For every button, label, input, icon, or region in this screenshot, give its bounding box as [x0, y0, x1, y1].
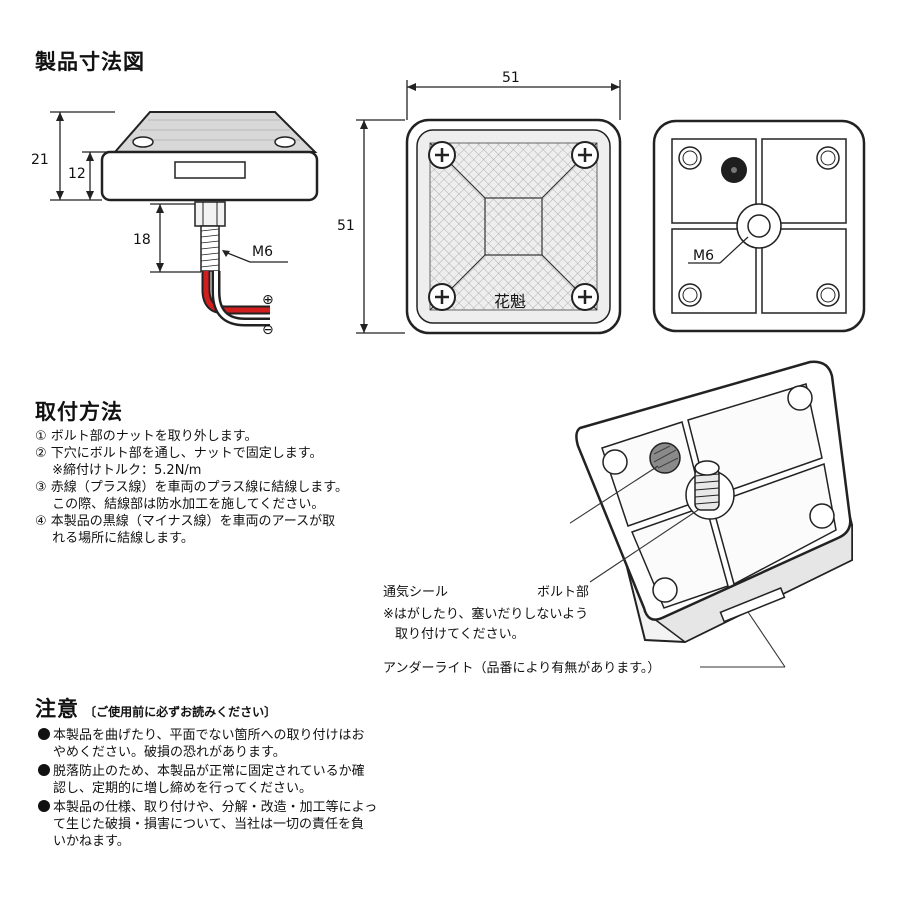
callout-underlight: アンダーライト（品番により有無があります。）: [383, 661, 661, 676]
side-bolt-label: M6: [252, 244, 273, 260]
caution-header: 注意 〔ご使用前に必ずお読みください〕: [35, 693, 276, 723]
plus-terminal-icon: ⊕: [262, 292, 274, 308]
callout-bolt: ボルト部: [537, 585, 590, 600]
callout-seal-note: 取り付けてください。: [395, 627, 525, 642]
side-view-diagram: [50, 111, 319, 327]
dim-height-body: 12: [68, 166, 86, 182]
dimensions-title: 製品寸法図: [35, 50, 145, 74]
callout-seal-note: ※はがしたり、塞いだりしないよう: [383, 607, 589, 622]
caution-subtitle: 〔ご使用前に必ずお読みください〕: [84, 705, 277, 719]
install-step: ③ 赤線（プラス線）を車両のプラス線に結線します。: [35, 480, 348, 495]
bullet-icon: [38, 728, 50, 740]
dim-bolt-length: 18: [133, 232, 151, 248]
dim-height-total: 21: [31, 152, 49, 168]
install-step: この際、結線部は防水加工を施してください。: [35, 497, 325, 512]
caution-item: 脱落防止のため、本製品が正常に固定されているか確 認し、定期的に増し締めを行って…: [38, 763, 438, 797]
install-step: ※締付けトルク：5.2N/m: [35, 463, 202, 478]
dim-width: 51: [502, 70, 520, 86]
install-step: れる場所に結線します。: [35, 531, 194, 546]
dim-height: 51: [337, 218, 355, 234]
bullet-icon: [38, 800, 50, 812]
bullet-icon: [38, 764, 50, 776]
install-steps: ① ボルト部のナットを取り外します。 ② 下穴にボルト部を通し、ナットで固定しま…: [35, 428, 348, 547]
install-illustration: [570, 360, 853, 668]
back-bolt-label: M6: [693, 248, 714, 264]
front-view-diagram: [356, 80, 622, 335]
install-step: ② 下穴にボルト部を通し、ナットで固定します。: [35, 446, 323, 461]
caution-item: 本製品の仕様、取り付けや、分解・改造・加工等によっ て生じた破損・損害について、…: [38, 799, 438, 850]
caution-title: 注意: [35, 697, 79, 721]
install-step: ① ボルト部のナットを取り外します。: [35, 429, 258, 444]
brand-logo: 花魁: [494, 292, 527, 311]
callout-breather-seal: 通気シール: [383, 585, 449, 600]
back-view-diagram: [652, 119, 866, 333]
caution-list: 本製品を曲げたり、平面でない箇所への取り付けはお やめください。破損の恐れがあり…: [38, 727, 438, 850]
install-title: 取付方法: [35, 400, 123, 424]
caution-item: 本製品を曲げたり、平面でない箇所への取り付けはお やめください。破損の恐れがあり…: [38, 727, 438, 761]
minus-terminal-icon: ⊖: [262, 322, 274, 338]
install-step: ④ 本製品の黒線（マイナス線）を車両のアースが取: [35, 514, 336, 529]
